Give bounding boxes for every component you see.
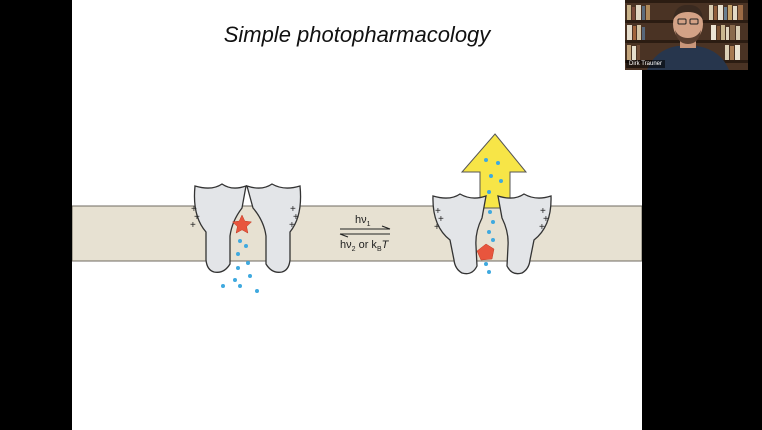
ion-dot [238,239,242,243]
ion-dot [487,230,491,234]
ligand-pentagon-icon [476,243,495,261]
slide-title: Simple photopharmacology [223,22,491,47]
ion-dot [484,262,488,266]
plus-sign: + [438,214,444,225]
plus-sign: + [191,204,197,215]
ion-dot [489,174,493,178]
ion-dots [484,158,503,274]
open-channel-left-subunit [432,193,487,275]
plus-sign: + [289,220,295,231]
ion-dot [248,274,252,278]
ion-dot [499,179,503,183]
equilibrium-arrows: hν1 hν2 or kBT [339,214,391,253]
ion-dot [244,244,248,248]
ion-dot [221,284,225,288]
ion-dot [236,266,240,270]
ion-dot [496,161,500,165]
plus-sign: + [290,204,296,215]
back-arrow-label: hν2 or kBT [340,239,390,253]
plus-sign: + [540,206,546,217]
ion-dot [491,220,495,224]
closed-channel-left-subunit [193,183,247,273]
ion-dot [487,270,491,274]
plus-sign: + [190,220,196,231]
closed-channel-right-subunit [246,183,302,273]
plus-sign: + [435,206,441,217]
presentation-slide: Simple photopharmacology + + + + + + [72,0,642,430]
plus-sign: + [539,222,545,233]
ion-dot [487,190,491,194]
ligand-star-icon [231,214,253,234]
ion-flux-arrow [460,133,528,209]
forward-arrow-label: hν1 [355,214,371,228]
presenter-video-tile[interactable]: Dirk Trauner [625,0,748,70]
ion-dot [488,210,492,214]
ion-dot [246,261,250,265]
participant-name-label: Dirk Trauner [626,60,666,68]
ion-dot [491,238,495,242]
plus-sign: + [543,214,549,225]
person-silhouette-icon [647,4,729,70]
ion-dot [484,158,488,162]
plus-sign: + [434,222,440,233]
closed-channel: + + + + + + [190,183,302,293]
open-channel: + + + + + + [432,133,552,275]
ion-dots [221,239,259,293]
ion-dot [255,289,259,293]
plus-sign: + [194,212,200,223]
ion-dot [236,252,240,256]
forward-arrow-head [381,225,391,230]
back-arrow-head [339,233,349,238]
ion-dot [233,278,237,282]
open-channel-right-subunit [497,193,552,275]
photopharmacology-diagram: + + + + + + hν1 [72,133,642,293]
ion-dot [238,284,242,288]
plus-sign: + [293,212,299,223]
